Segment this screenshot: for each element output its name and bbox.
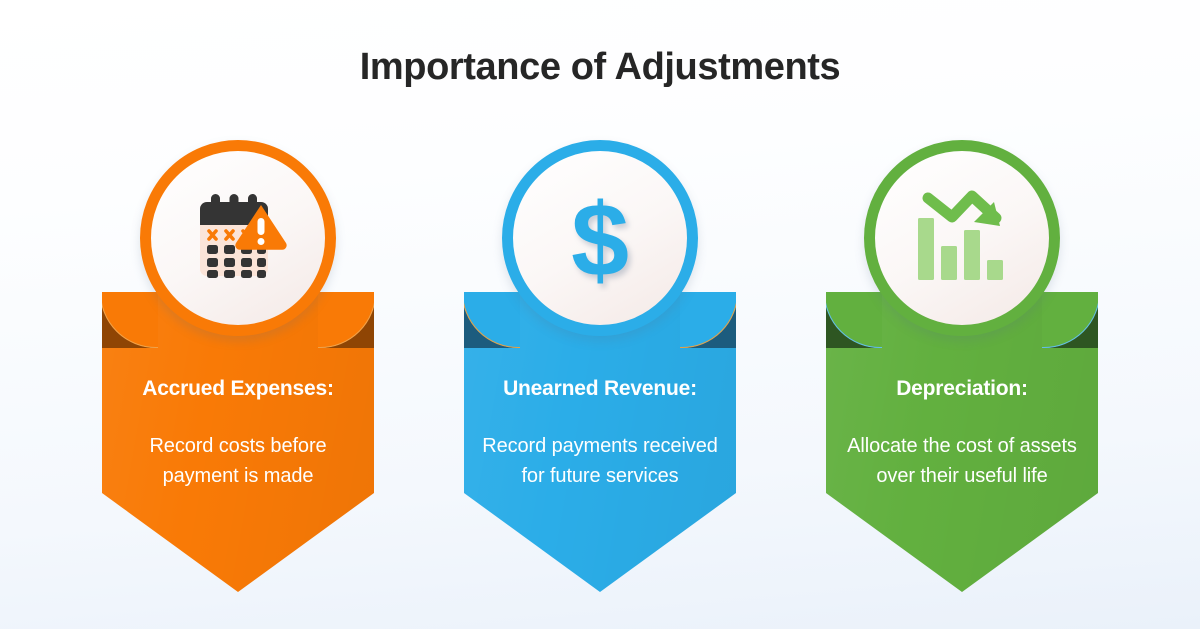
ribbon-fold-right — [318, 292, 374, 348]
card-depreciation[interactable]: Depreciation: Allocate the cost of asset… — [826, 140, 1098, 600]
card-accrued-expenses[interactable]: Accrued Expenses: Record costs before pa… — [102, 140, 374, 600]
icon-circle — [140, 140, 336, 336]
ribbon-fold-left — [826, 292, 882, 348]
calendar-warning-icon — [186, 188, 290, 288]
icon-circle — [864, 140, 1060, 336]
card-unearned-revenue[interactable]: $ Unearned Revenue: Record payments rece… — [464, 140, 736, 600]
page-title: Importance of Adjustments — [359, 46, 841, 88]
ribbon-fold-left — [102, 292, 158, 348]
cards-row: Accrued Expenses: Record costs before pa… — [0, 140, 1200, 610]
ribbon-fold-left — [464, 292, 520, 348]
icon-circle: $ — [502, 140, 698, 336]
ribbon-fold-right — [1042, 292, 1098, 348]
declining-bar-chart-icon — [912, 190, 1012, 286]
svg-text:$: $ — [571, 184, 629, 292]
dollar-sign-icon: $ — [557, 184, 643, 292]
ribbon-fold-right — [680, 292, 736, 348]
